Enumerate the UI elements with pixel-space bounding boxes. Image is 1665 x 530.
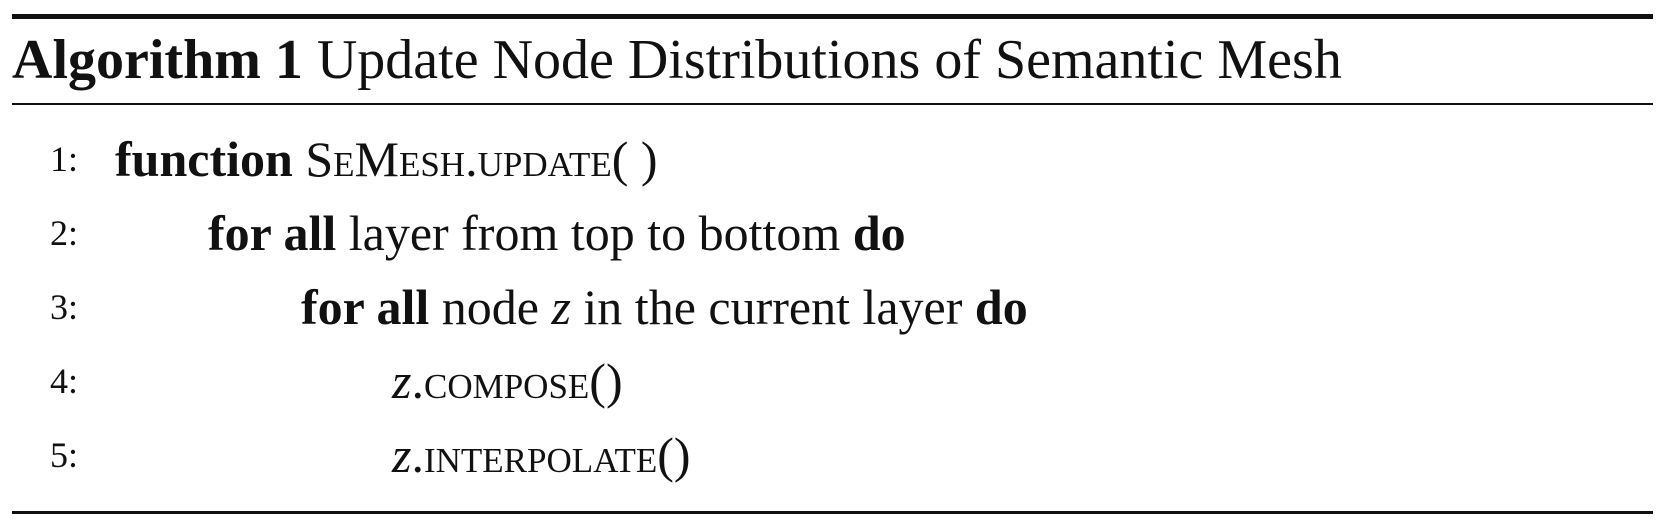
line-number: 1: [50,139,79,179]
line-number: 5: [50,435,79,475]
top-rule [12,14,1653,19]
line-number: 4: [50,361,79,401]
line-body: z.compose() [392,344,623,418]
keyword-do: do [974,279,1028,335]
method-args: () [589,353,623,409]
algorithm-label: Algorithm 1 [12,29,303,91]
bottom-rule [12,511,1653,514]
keyword-for-all: for all [208,205,337,261]
procedure-args: ( ) [611,131,658,187]
keyword-for-all: for all [301,279,430,335]
method-interpolate: .interpolate [411,427,658,483]
algorithm-title: Update Node Distributions of Semantic Me… [316,29,1342,91]
line-number: 3: [50,287,79,327]
line-body: function SeMesh.update( ) [115,122,658,196]
procedure-name: SeMesh.update [305,131,612,187]
variable-z: z [392,427,412,483]
loop-condition: layer from top to bottom [348,205,841,261]
caption-rule [12,103,1653,105]
algorithm-caption: Algorithm 1 Update Node Distributions of… [12,24,1342,96]
method-args: () [657,427,691,483]
line-body: z.interpolate() [392,418,691,492]
variable-z: z [551,279,571,335]
line-number: 2: [50,213,79,253]
keyword-function: function [115,131,293,187]
loop-text-after: in the current layer [583,279,963,335]
method-compose: .compose [411,353,590,409]
loop-text-before: node [441,279,539,335]
line-body: for all node z in the current layer do [301,270,1028,344]
line-body: for all layer from top to bottom do [208,196,906,270]
variable-z: z [392,353,412,409]
keyword-do: do [852,205,906,261]
